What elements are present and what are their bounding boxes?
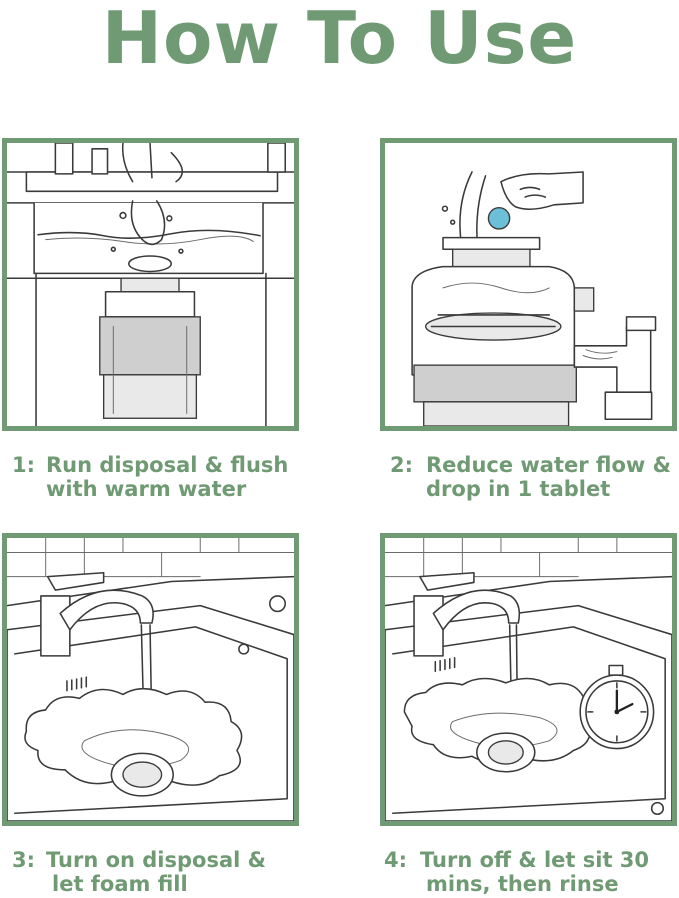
step-text-line2: let foam fill — [52, 872, 188, 896]
step-number: 4: — [384, 848, 408, 872]
step-text-line1: Run disposal & flush — [46, 453, 289, 477]
disposal-tablet-icon — [411, 171, 657, 426]
page-title: How To Use — [101, 0, 578, 80]
step-number: 2: — [390, 453, 414, 477]
tablet-icon — [487, 207, 511, 230]
step-text-line1: Turn off & let sit 30 — [420, 848, 650, 872]
step-2-caption: 2: Reduce water flow & drop in 1 tablet — [390, 453, 679, 503]
step-text-line1: Reduce water flow & — [426, 453, 671, 477]
step-number: 1: — [12, 453, 36, 477]
sink-foam-icon — [7, 538, 294, 821]
step-2-illustration — [380, 138, 677, 431]
sink-timer-icon — [385, 538, 672, 821]
sink-disposal-icon — [7, 143, 294, 426]
step-text-line1: Turn on disposal & — [46, 848, 266, 872]
step-text-line2: mins, then rinse — [426, 872, 619, 896]
step-1-caption: 1: Run disposal & flush with warm water — [12, 453, 302, 503]
step-3-illustration — [2, 533, 299, 826]
step-text-line2: with warm water — [46, 477, 247, 501]
step-1-illustration — [2, 138, 299, 431]
step-4-illustration — [380, 533, 677, 826]
step-4-caption: 4: Turn off & let sit 30 mins, then rins… — [384, 848, 679, 898]
step-number: 3: — [12, 848, 36, 872]
step-text-line2: drop in 1 tablet — [426, 477, 611, 501]
stopwatch-icon — [579, 664, 655, 750]
step-3-caption: 3: Turn on disposal & let foam fill — [12, 848, 302, 898]
